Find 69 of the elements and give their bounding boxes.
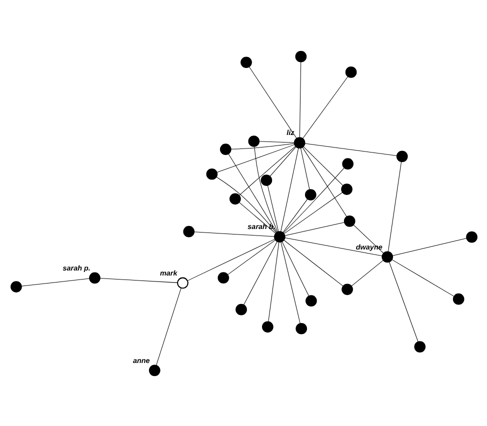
node-circle [396,150,408,162]
node-circle [229,192,240,204]
connector [283,239,343,286]
connector [280,147,298,232]
node-circle [341,283,352,295]
connector [226,239,276,274]
node-circle [217,272,229,284]
connector [391,258,454,296]
connector [284,222,344,236]
node-circle [176,276,188,288]
connector [242,240,277,305]
node-circle [305,294,316,306]
connector [298,61,301,138]
node-circle [148,364,160,376]
connector [387,160,402,252]
connector [238,202,276,234]
node-circle [452,292,464,304]
node-circle [219,143,231,154]
connector [238,145,296,196]
connector [216,176,276,233]
connector [350,260,383,286]
node-circle [293,136,305,148]
node-circle [235,303,246,315]
connector [281,240,309,296]
node-circle [274,230,285,242]
node-circle [10,280,22,292]
connector [302,76,348,138]
connector [258,140,294,142]
connector [282,198,308,232]
connector [193,231,274,236]
node-circle [414,340,426,352]
node-circle [343,215,355,226]
connector [186,238,275,280]
connector [266,184,278,232]
node-circle [342,158,353,169]
connector [392,238,466,256]
node-circle [262,320,273,332]
connector [156,287,181,366]
node-circle [248,135,260,146]
node-circle [340,183,352,194]
node-circle [294,50,306,62]
node-circle [182,225,194,237]
connector [280,241,300,324]
connector [300,147,310,190]
connector [269,146,296,176]
connector [268,241,279,322]
node-circle [206,168,218,180]
node-circle [344,66,356,78]
connector [248,66,296,138]
node-circle [295,322,307,334]
connector [20,278,90,286]
connector [230,142,294,149]
connector [304,142,397,156]
node-circle [240,56,252,68]
connector [99,278,178,282]
connector [283,192,342,234]
connector [254,146,278,232]
connector [216,144,294,172]
node-circle [466,230,477,242]
connector [284,237,382,256]
connector [302,146,347,216]
node-circle [381,250,393,262]
connector [282,167,344,233]
connector [228,153,277,232]
node-circle [304,188,316,200]
node-circle [260,174,272,186]
connector [388,261,418,342]
node-circle [88,272,100,284]
connector [302,146,343,186]
